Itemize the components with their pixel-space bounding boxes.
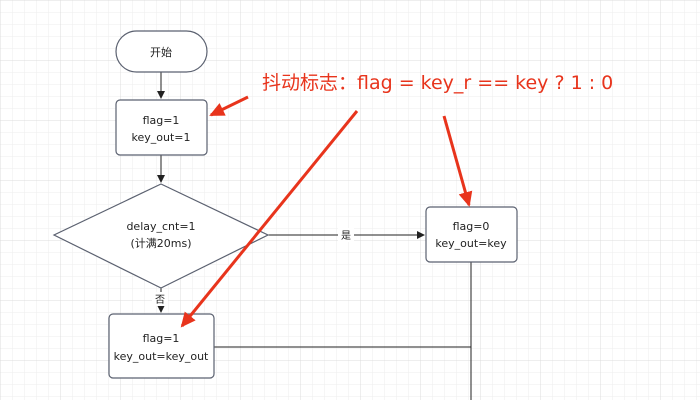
yes-box-line-1: flag=0 (453, 220, 490, 233)
no-box-line-2: key_out=key_out (114, 350, 209, 363)
node-start: 开始 (115, 30, 208, 73)
annotation-arrow-to-no-box (180, 110, 359, 328)
annotation-arrow-to-yes-box (442, 115, 473, 207)
yes-label-bg (338, 228, 354, 242)
node-no-box: flag=1 key_out=key_out (108, 313, 215, 379)
init-process-shape (115, 99, 208, 156)
edge-label-yes: 是 (341, 230, 351, 242)
decision-line-1: delay_cnt=1 (126, 220, 195, 233)
yes-process-shape (425, 206, 518, 263)
decision-diamond-shape (52, 183, 270, 289)
start-label: 开始 (150, 45, 172, 59)
init-line-1: flag=1 (143, 114, 180, 127)
start-terminator-shape (115, 30, 208, 73)
edge-label-no: 否 (155, 294, 165, 306)
annotation-arrows (180, 95, 473, 328)
node-yes-box: flag=0 key_out=key (425, 206, 518, 263)
no-label-bg (152, 292, 168, 306)
node-init: flag=1 key_out=1 (115, 99, 208, 156)
node-decision: delay_cnt=1 (计满20ms) (52, 183, 270, 289)
init-line-2: key_out=1 (132, 131, 191, 144)
annotation-text: 抖动标志：flag = key_r == key ? 1 : 0 (262, 72, 613, 94)
yes-box-line-2: key_out=key (435, 237, 507, 250)
decision-line-2: (计满20ms) (130, 237, 191, 250)
no-box-line-1: flag=1 (143, 332, 180, 345)
no-process-shape (108, 313, 215, 379)
annotation-arrow-to-init (209, 95, 249, 117)
